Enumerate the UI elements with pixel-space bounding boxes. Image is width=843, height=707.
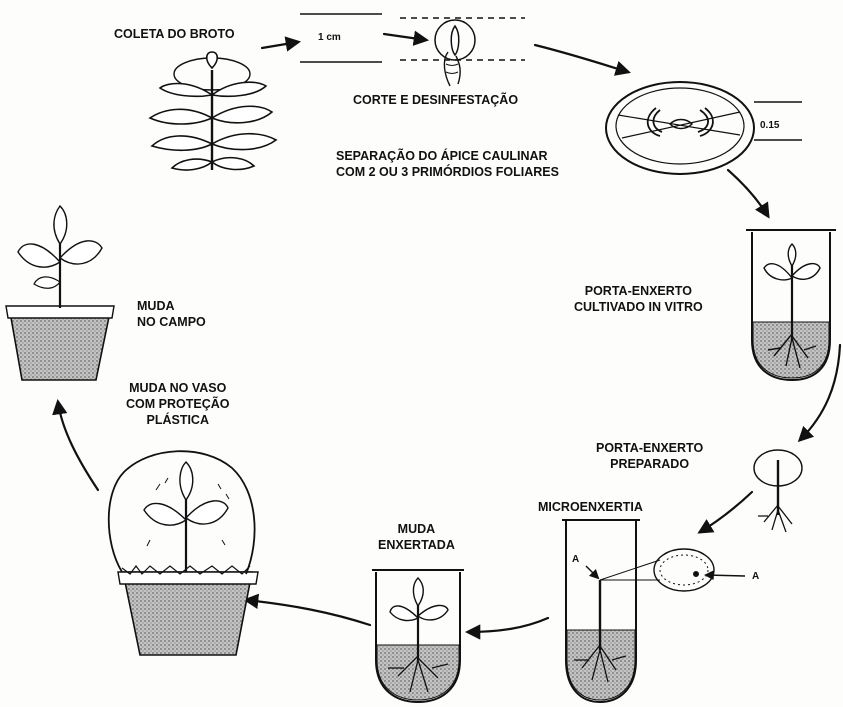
prepared-rootstock-drawing — [754, 450, 802, 532]
label-muda-enxertada: MUDA ENXERTADA — [378, 521, 455, 553]
label-porta-enxerto-preparado: PORTA-ENXERTO PREPARADO — [596, 440, 703, 472]
field-seedling-drawing — [6, 206, 114, 380]
label-porta-enxerto-cultivado: PORTA-ENXERTO CULTIVADO IN VITRO — [574, 283, 703, 315]
shoot-drawing — [150, 52, 276, 170]
label-separacao-apice: SEPARAÇÃO DO ÁPICE CAULINAR COM 2 OU 3 P… — [336, 148, 559, 180]
tube-rootstock-drawing — [746, 230, 836, 380]
label-scale-015: 0.15 — [760, 118, 779, 134]
micrografting-tube-drawing — [562, 520, 745, 702]
arrow-separacao-to-porta — [728, 170, 768, 216]
label-marker-a-stem: A — [572, 552, 579, 568]
label-marker-a-apex: A — [752, 569, 759, 585]
label-muda-no-campo: MUDA NO CAMPO — [137, 298, 206, 330]
potted-seedling-bag-drawing — [109, 451, 258, 655]
label-coleta-do-broto: COLETA DO BROTO — [114, 26, 235, 42]
label-microenxertia: MICROENXERTIA — [538, 499, 643, 515]
arrow-coleta-to-corte — [262, 42, 298, 48]
arrow-preparado-to-micro — [700, 492, 752, 532]
arrow-corte-to-separacao — [535, 45, 628, 72]
grafted-seedling-tube-drawing — [372, 570, 464, 702]
arrow-vaso-to-campo — [58, 402, 98, 490]
arrow-micro-to-enxertada — [468, 618, 548, 632]
label-1cm: 1 cm — [318, 30, 341, 46]
arrow-enxertada-to-vaso — [246, 600, 370, 625]
label-muda-no-vaso: MUDA NO VASO COM PROTEÇÃO PLÁSTICA — [126, 380, 229, 428]
label-corte-desinfestacao: CORTE E DESINFESTAÇÃO — [353, 92, 518, 108]
one-cm-segment — [300, 14, 382, 62]
arrow-1cm-to-explant — [384, 34, 426, 40]
explant-cut-drawing — [400, 18, 525, 86]
